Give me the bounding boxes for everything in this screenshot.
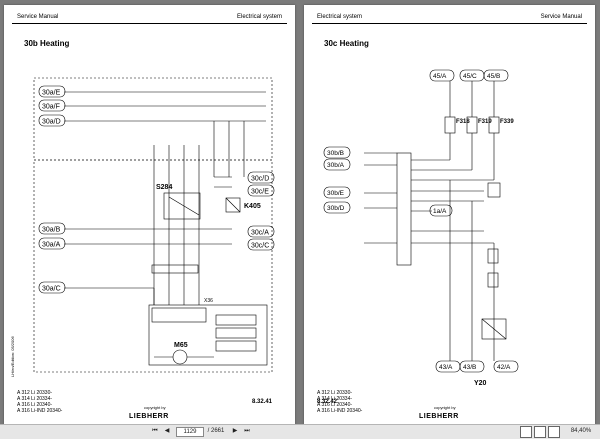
fuse-f319: F319 (478, 119, 492, 125)
pdf-viewer-toolbar: ⏮ ◀ 1129 / 2661 ▶ ⏭ 84,40% (0, 424, 600, 439)
right-brand-logo: LIEBHERR (419, 413, 459, 420)
fit-width-icon[interactable] (548, 426, 560, 438)
conn-30c-E: 30c/E (251, 189, 269, 196)
conn-45-A: 45/A (433, 73, 447, 80)
conn-30a-A: 30a/A (42, 242, 61, 249)
left-connector-bubbles (38, 85, 275, 294)
conn-30c-A: 30c/A (251, 230, 269, 237)
left-header-rule (12, 23, 287, 24)
left-page-number: 8.32.41 (252, 399, 273, 405)
conn-30a-F: 30a/F (42, 104, 60, 111)
conn-30b-D: 30b/D (327, 205, 345, 212)
conn-42-A: 42/A (497, 364, 511, 371)
right-connector-bubbles (323, 69, 519, 373)
left-document-page: Service Manual Electrical system 30b Hea… (4, 5, 295, 425)
component-y20: Y20 (474, 380, 487, 387)
conn-43-B: 43/B (463, 364, 476, 371)
conn-30a-B: 30a/B (42, 227, 61, 234)
component-x36: X36 (204, 298, 213, 304)
component-m65: M65 (174, 342, 188, 349)
left-header-right: Electrical system (236, 14, 282, 20)
conn-30b-E: 30b/E (327, 190, 345, 197)
right-copyright: copyright by (434, 405, 456, 410)
zoom-level[interactable]: 84,40% (570, 428, 592, 434)
total-pages-label: / 2661 (207, 428, 225, 434)
conn-30c-D: 30c/D (251, 176, 269, 183)
left-header-left: Service Manual (17, 14, 59, 20)
next-page-button[interactable]: ▶ (232, 428, 238, 434)
heating-wiring-diagram-30b: 30a/E 30a/F 30a/D 30a/B 30a/A 30a/C 30c/… (33, 77, 275, 373)
right-header-rule (312, 23, 587, 24)
page-number-input[interactable]: 1129 (176, 427, 204, 437)
conn-1a-A: 1a/A (433, 208, 447, 215)
conn-30c-C: 30c/C (251, 243, 269, 250)
left-footer-models: A 312 Li 20330- A 314 Li 20334- A 316 Li… (17, 390, 63, 414)
right-header-left: Electrical system (317, 14, 363, 20)
conn-30b-B: 30b/B (327, 150, 344, 157)
conn-30b-A: 30b/A (327, 162, 345, 169)
first-page-button[interactable]: ⏮ (152, 428, 158, 434)
fullscreen-icon[interactable] (520, 426, 532, 438)
left-copyright: copyright by (144, 405, 166, 410)
fit-page-icon[interactable] (534, 426, 546, 438)
fuse-f339: F339 (500, 119, 514, 125)
right-page-number: 8.32.42 (317, 399, 338, 405)
conn-45-C: 45/C (463, 73, 477, 80)
left-section-title: 30b Heating (24, 39, 70, 48)
conn-43-A: 43/A (439, 364, 453, 371)
conn-30a-D: 30a/D (42, 119, 61, 126)
fuse-f318: F318 (456, 119, 470, 125)
component-s284: S284 (156, 184, 172, 191)
heating-wiring-diagram-30c: 45/A 45/C 45/B 30b/B 30b/A 30b/E 30b/D 1… (323, 69, 519, 387)
right-footer-models: A 312 Li 20330- A 314 Li 20334- A 316 Li… (317, 390, 363, 414)
left-brand-logo: LIEBHERR (129, 413, 169, 420)
right-header-right: Service Manual (540, 14, 582, 20)
prev-page-button[interactable]: ◀ (164, 428, 170, 434)
conn-30a-C: 30a/C (42, 286, 61, 293)
last-page-button[interactable]: ⏭ (244, 428, 250, 434)
right-section-title: 30c Heating (324, 39, 369, 48)
right-document-page: Electrical system Service Manual 30c Hea… (304, 5, 595, 425)
component-k405: K405 (244, 203, 261, 210)
conn-30a-E: 30a/E (42, 90, 61, 97)
conn-45-B: 45/B (487, 73, 500, 80)
